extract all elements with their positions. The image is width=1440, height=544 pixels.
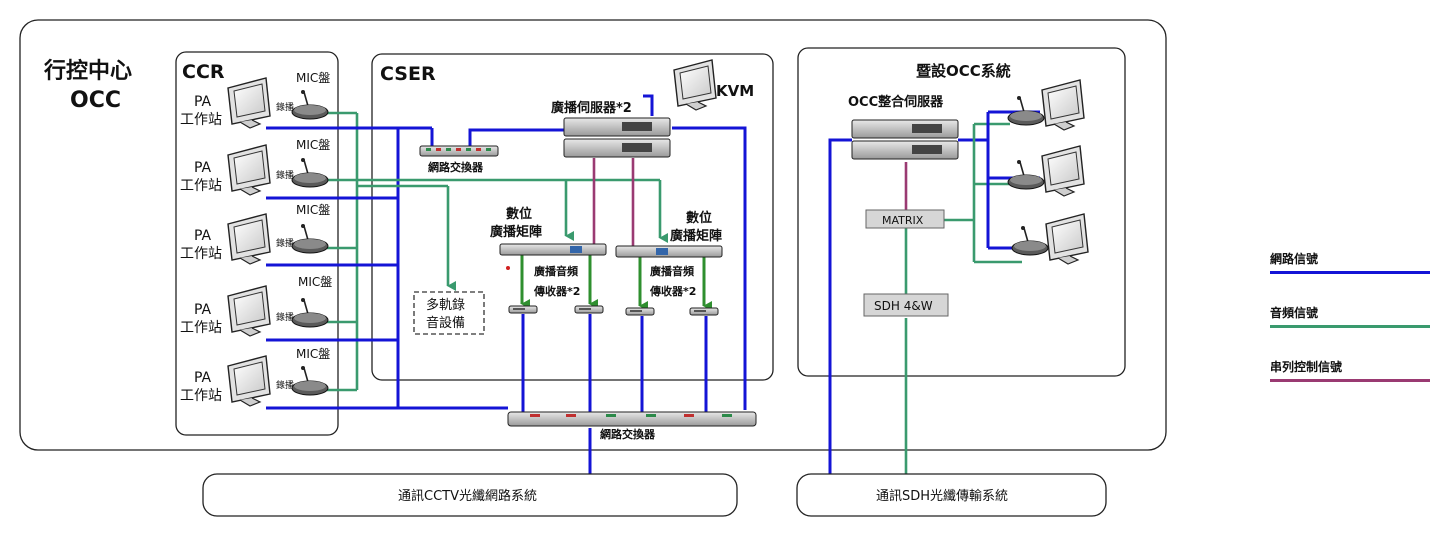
broadcast-server[interactable]: 廣播伺服器*2 bbox=[551, 100, 671, 158]
workstation-label-pa: PA bbox=[194, 370, 212, 386]
recorder-label-1: 多軌錄 bbox=[426, 297, 465, 313]
cser-title: CSER bbox=[380, 63, 436, 85]
record-label: 錄播 bbox=[276, 379, 294, 391]
workstation-5[interactable]: PA 工作站 MIC盤 錄播 bbox=[180, 347, 330, 407]
legend: 網路信號 音頻信號 串列控制信號 bbox=[1270, 248, 1430, 382]
occ-title-line2: OCC bbox=[70, 88, 121, 113]
record-label: 錄播 bbox=[276, 311, 294, 323]
broadcast-server-label: 廣播伺服器*2 bbox=[551, 100, 632, 116]
ccr-links bbox=[266, 111, 660, 410]
occ-title-line1: 行控中心 bbox=[43, 58, 132, 84]
cctv-system[interactable]: 通訊CCTV光纖網路系統 bbox=[202, 473, 738, 517]
occ-system-title: 暨設OCC系統 bbox=[916, 62, 1011, 80]
bottom-switch-label: 網路交換器 bbox=[600, 427, 656, 441]
kvm[interactable]: KVM bbox=[673, 59, 754, 111]
mic-label: MIC盤 bbox=[298, 275, 332, 289]
audio-receiver-1[interactable] bbox=[508, 305, 538, 314]
legend-audio-line bbox=[1270, 325, 1430, 328]
receiver-left-label-1: 廣播音頻 bbox=[534, 264, 578, 278]
audio-receiver-3[interactable] bbox=[625, 307, 655, 316]
workstation-label-name: 工作站 bbox=[180, 388, 222, 404]
recorder-label-2: 音設備 bbox=[426, 315, 465, 331]
ccr-title: CCR bbox=[182, 61, 225, 83]
workstation-label-name: 工作站 bbox=[180, 112, 222, 128]
mic-label: MIC盤 bbox=[296, 138, 330, 152]
workstation-label-pa: PA bbox=[194, 160, 212, 176]
mic-label: MIC盤 bbox=[296, 203, 330, 217]
workstation-label-name: 工作站 bbox=[180, 320, 222, 336]
top-network-switch[interactable]: 網路交換器 bbox=[419, 145, 499, 174]
audio-receiver-2[interactable] bbox=[574, 305, 604, 314]
matrix-left-label-1: 數位 bbox=[506, 206, 532, 222]
legend-serial-label: 串列控制信號 bbox=[1270, 360, 1343, 374]
legend-network-label: 網路信號 bbox=[1270, 252, 1319, 266]
workstation-label-name: 工作站 bbox=[180, 246, 222, 262]
workstation-3[interactable]: PA 工作站 MIC盤 錄播 bbox=[180, 203, 330, 265]
recorder-device[interactable]: 多軌錄 音設備 bbox=[413, 291, 485, 335]
legend-network-line bbox=[1270, 271, 1430, 274]
workstation-4[interactable]: PA 工作站 MIC盤 錄播 bbox=[180, 275, 332, 337]
cctv-system-label: 通訊CCTV光纖網路系統 bbox=[398, 488, 537, 504]
workstation-label-pa: PA bbox=[194, 228, 212, 244]
record-label: 錄播 bbox=[276, 169, 294, 181]
matrix-right-label-1: 數位 bbox=[686, 210, 712, 226]
sdh-box[interactable]: SDH 4&W bbox=[863, 293, 949, 317]
receiver-right-label-1: 廣播音頻 bbox=[650, 264, 694, 278]
occ-server[interactable]: OCC整合伺服器 bbox=[848, 94, 959, 160]
top-switch-label: 網路交換器 bbox=[428, 160, 484, 174]
workstation-2[interactable]: PA 工作站 MIC盤 錄播 bbox=[180, 138, 330, 196]
legend-audio: 音頻信號 bbox=[1270, 302, 1430, 328]
red-dot-icon bbox=[506, 266, 510, 270]
mic-label: MIC盤 bbox=[296, 347, 330, 361]
matrix-label: MATRIX bbox=[882, 214, 924, 227]
legend-network: 網路信號 bbox=[1270, 248, 1430, 274]
record-label: 錄播 bbox=[276, 101, 294, 113]
broadcast-matrix-right[interactable]: 數位 廣播矩陣 bbox=[615, 210, 723, 258]
receiver-right-label-2: 傳收器*2 bbox=[649, 284, 696, 298]
kvm-label: KVM bbox=[716, 82, 754, 100]
matrix-left-label-2: 廣播矩陣 bbox=[490, 224, 542, 240]
workstation-label-pa: PA bbox=[194, 94, 212, 110]
workstation-label-pa: PA bbox=[194, 302, 212, 318]
legend-serial: 串列控制信號 bbox=[1270, 356, 1430, 382]
record-label: 錄播 bbox=[276, 237, 294, 249]
legend-serial-line bbox=[1270, 379, 1430, 382]
bottom-network-switch[interactable]: 網路交換器 bbox=[507, 411, 757, 441]
matrix-box[interactable]: MATRIX bbox=[865, 209, 945, 229]
sdh-system[interactable]: 通訊SDH光纖傳輸系統 bbox=[796, 473, 1107, 517]
sdh-label: SDH 4&W bbox=[874, 299, 933, 313]
matrix-right-label-2: 廣播矩陣 bbox=[670, 228, 722, 244]
broadcast-matrix-left[interactable]: 數位 廣播矩陣 bbox=[490, 206, 607, 256]
receiver-left-label-2: 傳收器*2 bbox=[533, 284, 580, 298]
sdh-system-label: 通訊SDH光纖傳輸系統 bbox=[876, 489, 1008, 504]
audio-receiver-4[interactable] bbox=[689, 307, 719, 316]
occ-server-label: OCC整合伺服器 bbox=[848, 94, 944, 110]
legend-audio-label: 音頻信號 bbox=[1270, 306, 1319, 320]
workstation-label-name: 工作站 bbox=[180, 178, 222, 194]
mic-label: MIC盤 bbox=[296, 71, 330, 85]
workstation-1[interactable]: PA 工作站 MIC盤 錄播 bbox=[180, 71, 330, 129]
